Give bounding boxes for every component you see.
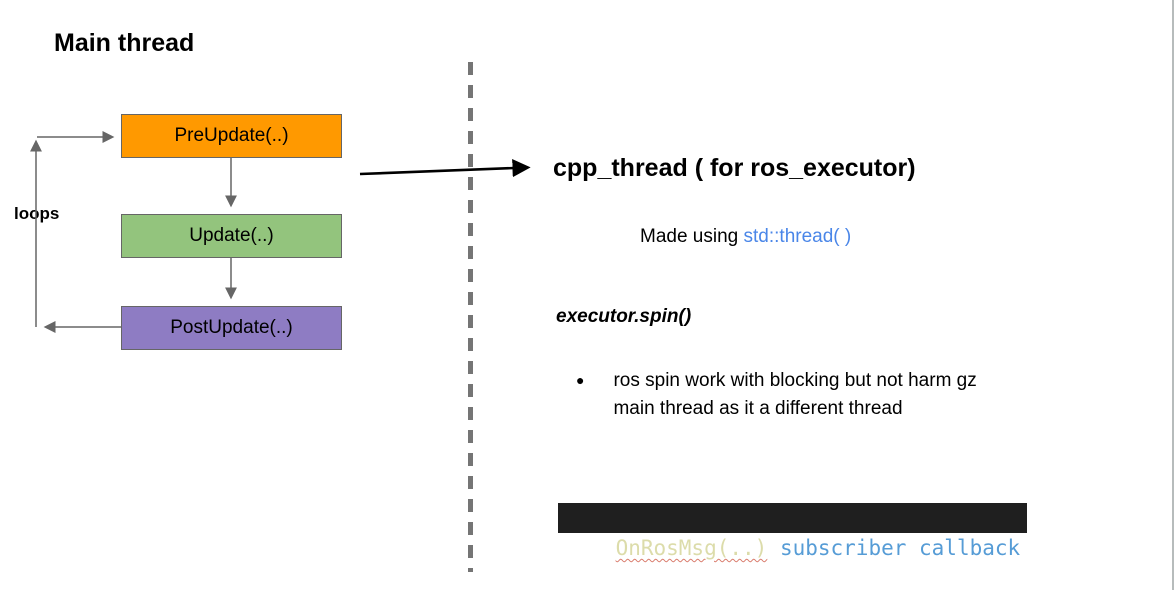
cpp-thread-heading: cpp_thread ( for ros_executor) (553, 154, 916, 182)
bullet-text-line1: ros spin work with blocking but not harm… (613, 370, 977, 391)
flow-box-preupdate: PreUpdate(..) (121, 114, 342, 158)
made-using-prefix: Made using (640, 226, 744, 247)
bullet-text: ros spin work with blocking but not harm… (613, 367, 976, 422)
loops-label: loops (14, 204, 60, 223)
code-token-function: OnRosMsg(..) (615, 536, 768, 560)
code-token-callback-label: subscriber callback (767, 536, 1021, 560)
flow-box-update: Update(..) (121, 214, 342, 258)
thread-divider-dashed-line (468, 62, 473, 572)
main-thread-title: Main thread (54, 29, 195, 57)
std-thread-reference: std::thread( ) (743, 226, 852, 247)
flow-box-update-label: Update(..) (189, 225, 274, 246)
flow-box-postupdate-label: PostUpdate(..) (170, 317, 293, 338)
bullet-icon: ● (576, 372, 585, 388)
flow-box-preupdate-label: PreUpdate(..) (174, 125, 289, 146)
code-snippet-onrosmsg: OnRosMsg(..) subscriber callback (558, 503, 1028, 560)
executor-spin-subheading: executor.spin() (556, 306, 692, 327)
bullet-text-line2: main thread as it a different thread (613, 397, 903, 419)
bullet-item: ● ros spin work with blocking but not ha… (576, 367, 977, 422)
flow-box-postupdate: PostUpdate(..) (121, 306, 342, 350)
made-using-line: Made using std::thread( ) (640, 226, 851, 248)
